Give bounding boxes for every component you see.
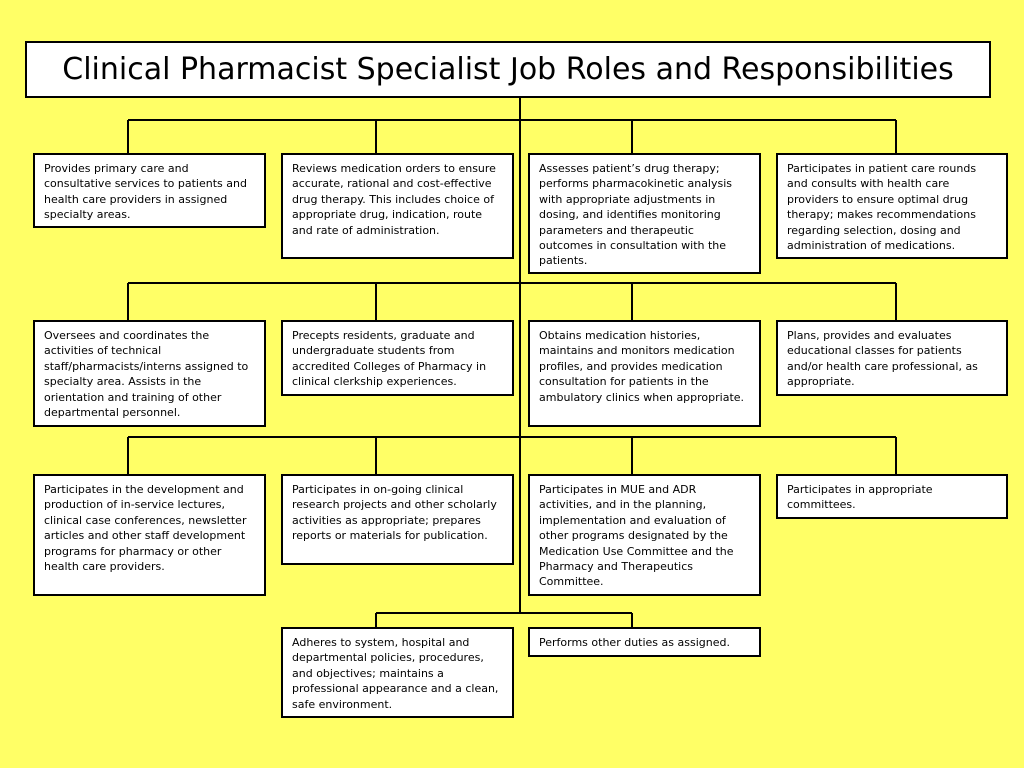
- responsibility-oversees-staff: Oversees and coordinates the activities …: [33, 320, 266, 427]
- responsibility-other-duties: Performs other duties as assigned.: [528, 627, 761, 657]
- responsibility-clinical-research: Participates in on-going clinical resear…: [281, 474, 514, 565]
- responsibility-medication-orders: Reviews medication orders to ensure accu…: [281, 153, 514, 259]
- responsibility-mue-adr: Participates in MUE and ADR activities, …: [528, 474, 761, 596]
- responsibility-educational-classes: Plans, provides and evaluates educationa…: [776, 320, 1008, 396]
- responsibility-in-service-lectures: Participates in the development and prod…: [33, 474, 266, 596]
- responsibility-primary-care: Provides primary care and consultative s…: [33, 153, 266, 228]
- responsibility-care-rounds: Participates in patient care rounds and …: [776, 153, 1008, 259]
- responsibility-policies: Adheres to system, hospital and departme…: [281, 627, 514, 718]
- responsibility-drug-therapy-assessment: Assesses patient’s drug therapy; perform…: [528, 153, 761, 274]
- page-title: Clinical Pharmacist Specialist Job Roles…: [25, 41, 991, 98]
- responsibility-committees: Participates in appropriate committees.: [776, 474, 1008, 519]
- responsibility-precepts-students: Precepts residents, graduate and undergr…: [281, 320, 514, 396]
- responsibility-medication-histories: Obtains medication histories, maintains …: [528, 320, 761, 427]
